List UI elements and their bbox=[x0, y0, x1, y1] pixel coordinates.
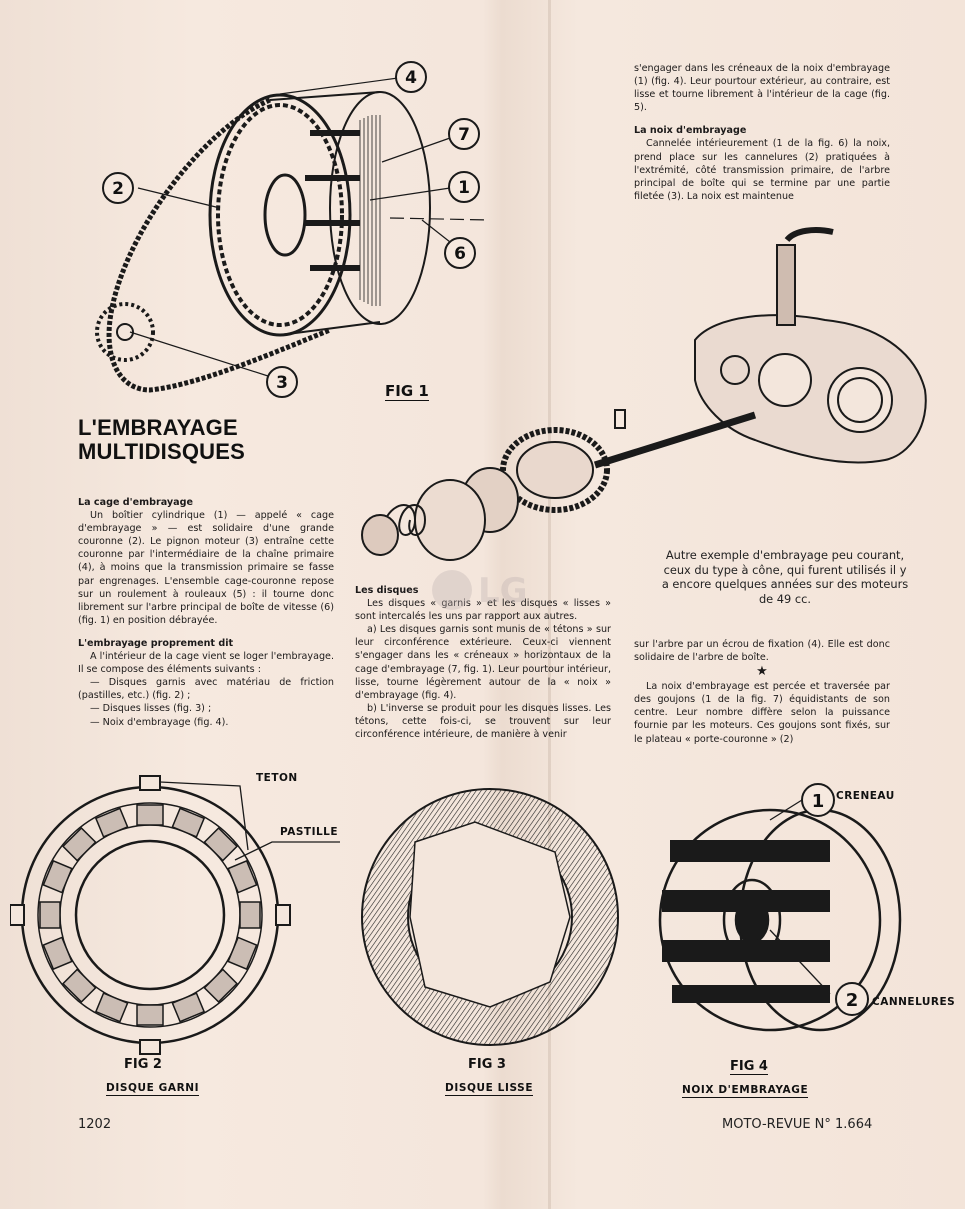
article-title: L'EMBRAYAGE MULTIDISQUES bbox=[78, 416, 245, 464]
cone-clutch-exploded-drawing bbox=[361, 227, 927, 561]
list-item-disques-lisses: — Disques lisses (fig. 3) ; bbox=[90, 703, 212, 715]
cone-clutch-caption: Autre exemple d'embrayage peu courant, c… bbox=[661, 548, 909, 606]
page-fold bbox=[548, 0, 551, 1209]
label-pastille: PASTILLE bbox=[280, 826, 339, 838]
fig1-callout-4: 4 bbox=[405, 68, 417, 88]
fig3-title: DISQUE LISSE bbox=[445, 1082, 534, 1096]
heading-embrayage: L'embrayage proprement dit bbox=[78, 637, 234, 649]
paragraph-noix: Cannelée intérieurement (1 de la fig. 6)… bbox=[634, 138, 890, 202]
column-2: Les disques Les disques « garnis » et le… bbox=[355, 584, 611, 741]
heading-cage: La cage d'embrayage bbox=[78, 497, 193, 508]
heading-noix: La noix d'embrayage bbox=[634, 125, 747, 137]
paragraph-goujons: La noix d'embrayage est percée et traver… bbox=[634, 681, 890, 745]
title-line-1: L'EMBRAYAGE bbox=[78, 415, 238, 440]
section-star: ★ bbox=[756, 664, 768, 680]
label-cannelures: CANNELURES bbox=[872, 996, 956, 1008]
paragraph-disques-intercales: Les disques « garnis » et les disques « … bbox=[355, 598, 611, 623]
paragraph-ecrou: sur l'arbre par un écrou de fixation (4)… bbox=[634, 639, 890, 664]
column-1: La cage d'embrayage Un boîtier cylindriq… bbox=[78, 496, 334, 729]
fig1-callout-7: 7 bbox=[458, 125, 470, 145]
label-teton: TETON bbox=[256, 772, 298, 784]
paragraph-disques-lisses: b) L'inverse se produit pour les disques… bbox=[355, 702, 611, 741]
fig1-clutch-cage-drawing: 4 2 7 1 6 3 bbox=[95, 61, 491, 398]
fig3-disque-lisse-drawing bbox=[361, 788, 619, 1046]
fig4-title: NOIX D'EMBRAYAGE bbox=[682, 1084, 809, 1098]
fig2-label: FIG 2 bbox=[124, 1057, 162, 1072]
label-creneau: CRENEAU bbox=[836, 790, 895, 802]
fig4-callout-2: 2 bbox=[846, 990, 859, 1011]
magazine-issue: MOTO-REVUE N° 1.664 bbox=[722, 1117, 873, 1132]
title-line-2: MULTIDISQUES bbox=[78, 439, 245, 464]
svg-text:LG: LG bbox=[478, 571, 528, 611]
list-item-disques-garnis: — Disques garnis avec matériau de fricti… bbox=[78, 677, 334, 702]
fig2-title: DISQUE GARNI bbox=[106, 1082, 200, 1096]
fig4-label: FIG 4 bbox=[730, 1059, 768, 1075]
column-3-bottom: sur l'arbre par un écrou de fixation (4)… bbox=[634, 638, 890, 746]
fig1-callout-6: 6 bbox=[454, 244, 466, 264]
paragraph-creneaux: s'engager dans les créneaux de la noix d… bbox=[634, 63, 890, 114]
heading-disques: Les disques bbox=[355, 585, 419, 596]
fig3-label: FIG 3 bbox=[468, 1057, 506, 1072]
fig2-disque-garni-drawing bbox=[10, 775, 340, 1055]
list-item-noix: — Noix d'embrayage (fig. 4). bbox=[90, 716, 229, 728]
fig1-callout-3: 3 bbox=[276, 373, 288, 393]
fig4-callout-1: 1 bbox=[812, 791, 825, 812]
fig1-label: FIG 1 bbox=[385, 382, 429, 401]
watermark-logo: LG bbox=[432, 570, 528, 611]
page-number: 1202 bbox=[78, 1117, 112, 1132]
paragraph-embrayage: A l'intérieur de la cage vient se loger … bbox=[78, 651, 334, 676]
paragraph-cage: Un boîtier cylindrique (1) — appelé « ca… bbox=[78, 510, 334, 626]
column-3-top: s'engager dans les créneaux de la noix d… bbox=[634, 62, 890, 203]
fig1-callout-2: 2 bbox=[112, 179, 124, 199]
paragraph-disques-garnis: a) Les disques garnis sont munis de « té… bbox=[355, 624, 611, 701]
fig1-callout-1: 1 bbox=[458, 178, 470, 198]
fig4-noix-drawing: 1 2 bbox=[658, 783, 902, 1032]
